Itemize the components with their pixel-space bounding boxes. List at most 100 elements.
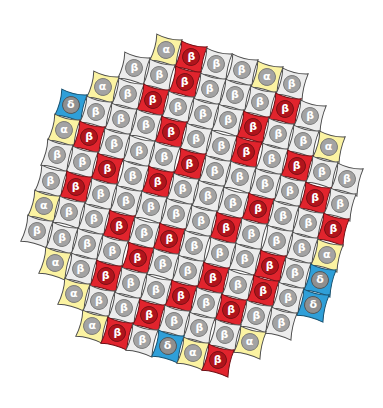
cell-type-label: δ xyxy=(305,265,335,295)
islet-cell: β xyxy=(243,194,273,224)
cell-type-label: δ xyxy=(153,331,183,361)
islet-cell: β xyxy=(106,104,136,134)
islet-cell: β xyxy=(198,263,228,293)
islet-cell: β xyxy=(159,306,189,336)
cell-type-label: β xyxy=(99,129,129,159)
islet-cell: β xyxy=(220,80,250,110)
cell-membrane xyxy=(233,325,266,359)
islet-cell: β xyxy=(255,251,285,281)
cell-type-label: β xyxy=(295,101,325,131)
islet-cell: β xyxy=(166,281,196,311)
islet-cell: β xyxy=(119,53,149,83)
cell-type-label: δ xyxy=(298,290,328,320)
cell-type-label: β xyxy=(280,258,310,288)
cell-type-label: β xyxy=(216,295,246,325)
cell-type-label: β xyxy=(218,188,248,218)
islet-cell: β xyxy=(270,94,300,124)
islet-cell: δ xyxy=(305,265,335,295)
islet-cell: β xyxy=(54,197,84,227)
cell-type-label: β xyxy=(102,318,132,348)
cell-type-label: β xyxy=(268,201,298,231)
cell-type-label: β xyxy=(92,154,122,184)
islet-cell: β xyxy=(131,110,161,140)
cell-type-label: β xyxy=(91,261,121,291)
cell-membrane xyxy=(265,306,298,340)
islet-cell: β xyxy=(293,208,323,238)
islet-cell: β xyxy=(245,87,275,117)
cell-type-label: α xyxy=(88,72,118,102)
cell-type-label: β xyxy=(166,281,196,311)
cell-type-label: β xyxy=(36,166,66,196)
cell-type-label: β xyxy=(195,74,225,104)
cell-type-label: β xyxy=(148,249,178,279)
islet-cell: β xyxy=(273,283,303,313)
cell-type-label: β xyxy=(245,87,275,117)
cell-type-label: α xyxy=(151,35,181,65)
islet-cell: β xyxy=(61,172,91,202)
cell-type-label: β xyxy=(54,197,84,227)
islet-cell: β xyxy=(81,97,111,127)
islet-cell: α xyxy=(178,338,208,368)
cell-type-label: β xyxy=(72,229,102,259)
cell-type-label: β xyxy=(149,142,179,172)
islet-cell: β xyxy=(203,345,233,375)
cell-type-label: α xyxy=(314,132,344,162)
cell-type-label: β xyxy=(227,55,257,85)
cell-type-label: β xyxy=(118,161,148,191)
cell-type-label: β xyxy=(231,137,261,167)
cell-type-label: β xyxy=(61,172,91,202)
islet-cell: δ xyxy=(56,90,86,120)
cell-type-label: β xyxy=(124,136,154,166)
islet-cell: β xyxy=(173,256,203,286)
islet-cell: β xyxy=(170,67,200,97)
islet-cell: β xyxy=(47,223,77,253)
cell-type-label: β xyxy=(287,233,317,263)
cell-type-label: β xyxy=(288,126,318,156)
islet-cell: β xyxy=(300,183,330,213)
cell-type-label: β xyxy=(325,189,355,219)
cell-type-label: β xyxy=(42,140,72,170)
islet-cell: β xyxy=(124,136,154,166)
cell-type-label: β xyxy=(79,204,109,234)
cell-type-label: α xyxy=(252,62,282,92)
islet-cell: β xyxy=(206,131,236,161)
islet-cell: β xyxy=(188,99,218,129)
cell-type-label: β xyxy=(175,149,205,179)
islet-cell: α xyxy=(77,311,107,341)
islet-cell: β xyxy=(92,154,122,184)
cell-type-label: β xyxy=(123,243,153,273)
cell-type-label: β xyxy=(179,231,209,261)
cell-type-label: α xyxy=(49,115,79,145)
cell-type-label: β xyxy=(205,238,235,268)
cell-type-label: β xyxy=(143,167,173,197)
islet-cell: β xyxy=(211,213,241,243)
cell-type-label: β xyxy=(156,117,186,147)
islet-cell: β xyxy=(263,119,293,149)
islet-cell: β xyxy=(97,236,127,266)
islet-cell: β xyxy=(36,166,66,196)
islet-cell: β xyxy=(86,179,116,209)
cell-type-label: β xyxy=(243,194,273,224)
islet-cell: β xyxy=(250,169,280,199)
cell-type-label: β xyxy=(181,124,211,154)
cell-type-label: β xyxy=(134,300,164,330)
islet-cell: β xyxy=(113,79,143,109)
islet-cell: β xyxy=(143,167,173,197)
cell-type-label: α xyxy=(40,248,70,278)
islet-cell: β xyxy=(102,318,132,348)
islet-cell: β xyxy=(332,164,362,194)
cell-type-label: β xyxy=(163,92,193,122)
islet-cell: β xyxy=(79,204,109,234)
cell-type-label: β xyxy=(81,97,111,127)
islet-cell: β xyxy=(238,112,268,142)
cell-type-label: α xyxy=(178,338,208,368)
islet-cell: β xyxy=(156,117,186,147)
cell-type-label: β xyxy=(257,144,287,174)
islet-cell: β xyxy=(116,268,146,298)
cell-type-label: β xyxy=(273,283,303,313)
islet-cell: β xyxy=(205,238,235,268)
islet-cell: β xyxy=(141,275,171,305)
cell-type-label: β xyxy=(129,218,159,248)
islet-cell: β xyxy=(231,137,261,167)
